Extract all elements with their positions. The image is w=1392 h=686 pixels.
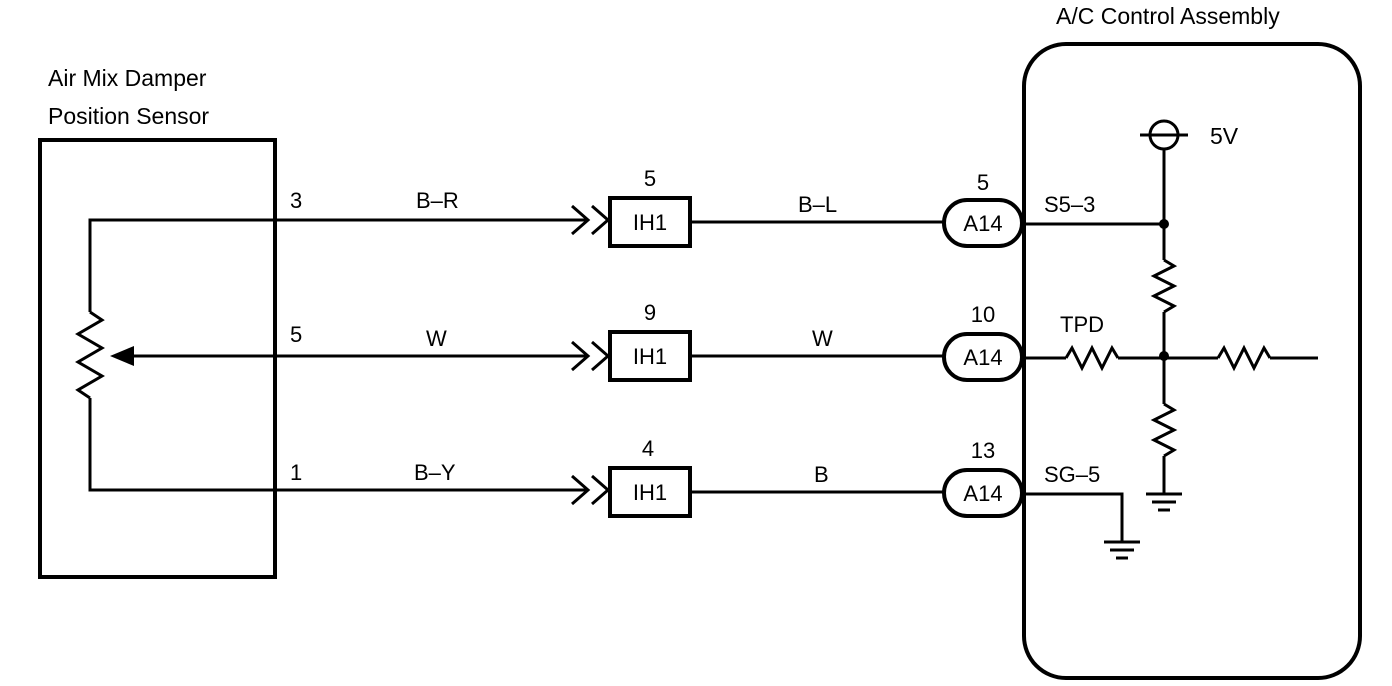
terminal-label: SG–5 xyxy=(1044,462,1100,487)
resistor-icon xyxy=(1216,344,1272,372)
wire-color-left: B–Y xyxy=(414,460,456,485)
ground-icon xyxy=(1146,492,1182,512)
assembly-connector-label: A14 xyxy=(963,211,1002,236)
voltage-supply-icon xyxy=(1140,119,1188,260)
junction-label: IH1 xyxy=(633,344,667,369)
sensor-title-line2: Position Sensor xyxy=(48,103,209,129)
sensor-box xyxy=(38,138,277,579)
sensor-pin: 3 xyxy=(290,188,302,213)
resistor-icon xyxy=(1150,258,1178,404)
circuit-row: 3 B–R IH1 5 B–L A14 5 S5–3 xyxy=(276,166,1095,248)
wire-color-right: B xyxy=(814,462,829,487)
junction-pin: 5 xyxy=(644,166,656,191)
junction-connector xyxy=(608,196,692,248)
wiper-arrow-icon xyxy=(110,346,134,366)
assembly-connector xyxy=(942,332,1024,382)
junction-connector xyxy=(608,330,692,382)
junction-connector xyxy=(608,466,692,518)
junction-label: IH1 xyxy=(633,480,667,505)
assembly-connector xyxy=(942,198,1024,248)
assembly-connector-label: A14 xyxy=(963,345,1002,370)
assembly-block: A/C Control Assembly 5V xyxy=(1022,3,1362,680)
assembly-connector-label: A14 xyxy=(963,481,1002,506)
terminal-label: TPD xyxy=(1060,312,1104,337)
potentiometer-icon xyxy=(75,218,290,492)
assembly-pin: 5 xyxy=(977,170,989,195)
wire-color-left: W xyxy=(426,326,447,351)
ground-icon xyxy=(1104,540,1140,560)
assembly-box xyxy=(1022,42,1362,680)
circuit-row: 1 B–Y IH1 4 B A14 13 SG–5 xyxy=(276,436,1100,518)
assembly-connector xyxy=(942,468,1024,518)
sensor-pin: 1 xyxy=(290,460,302,485)
resistor-icon xyxy=(1150,402,1178,494)
wire-color-left: B–R xyxy=(416,188,459,213)
assembly-pin: 13 xyxy=(971,438,995,463)
assembly-title: A/C Control Assembly xyxy=(1056,3,1280,29)
junction-label: IH1 xyxy=(633,210,667,235)
sensor-title-line1: Air Mix Damper xyxy=(48,65,207,91)
circuit-row: 5 W IH1 9 W A14 10 TPD xyxy=(276,300,1104,382)
sensor-pin: 5 xyxy=(290,322,302,347)
assembly-pin: 10 xyxy=(971,302,995,327)
sensor-block: Air Mix Damper Position Sensor xyxy=(38,65,290,579)
terminal-label: S5–3 xyxy=(1044,192,1095,217)
wire-color-right: W xyxy=(812,326,833,351)
junction-pin: 9 xyxy=(644,300,656,325)
junction-dot xyxy=(1159,219,1169,229)
voltage-label: 5V xyxy=(1210,123,1239,149)
wire-color-right: B–L xyxy=(798,192,837,217)
resistor-icon xyxy=(1064,344,1120,372)
junction-pin: 4 xyxy=(642,436,654,461)
